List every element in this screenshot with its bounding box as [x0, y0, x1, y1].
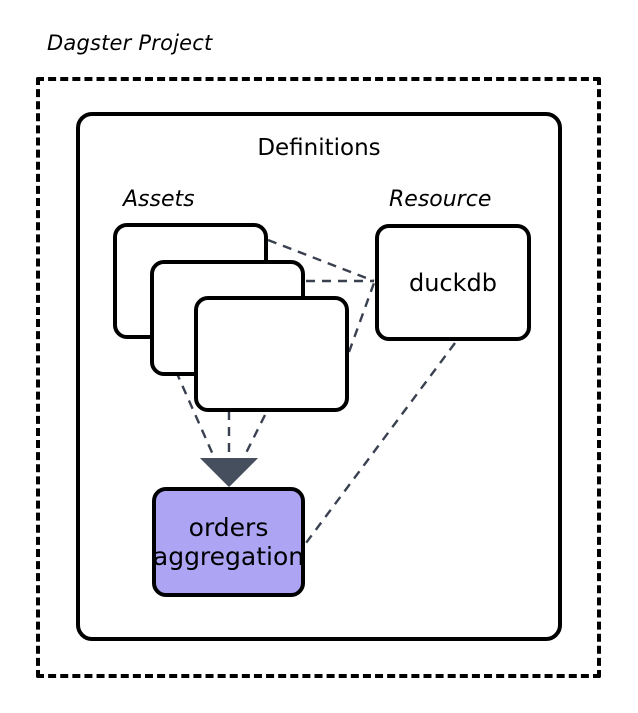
orders-aggregation-label-line-2: aggregation	[152, 542, 305, 571]
assets-group-label: Assets	[123, 187, 195, 212]
definitions-title: Definitions	[257, 135, 381, 161]
project-title: Dagster Project	[47, 31, 213, 55]
duckdb-node-label: duckdb	[408, 268, 497, 297]
project-boundary	[36, 77, 601, 678]
orders-aggregation-label-line-1: orders	[188, 513, 269, 542]
duckdb-node[interactable]: duckdb	[375, 224, 531, 341]
orders-aggregation-node[interactable]: orders aggregation	[152, 487, 305, 597]
asset-card-front[interactable]	[194, 296, 349, 412]
resource-group-label: Resource	[389, 187, 492, 212]
